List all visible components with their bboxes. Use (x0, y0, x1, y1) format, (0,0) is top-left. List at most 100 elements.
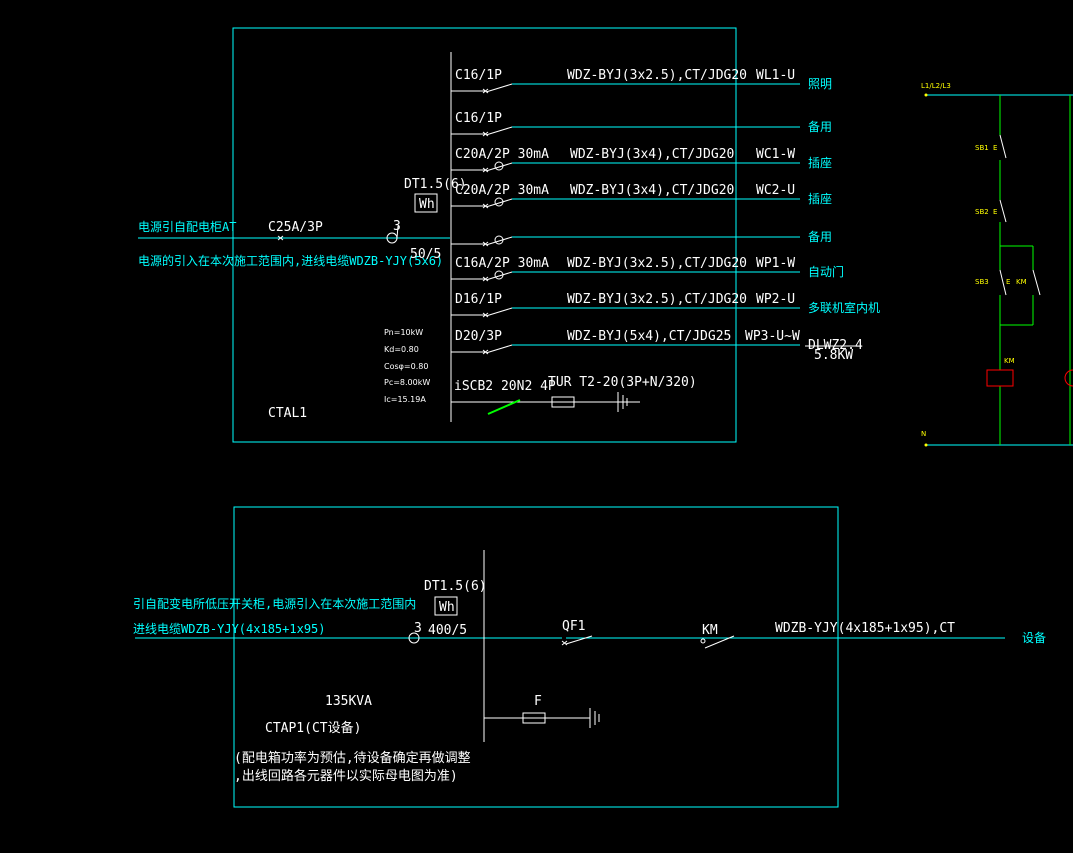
control-neutral-label: N (921, 430, 926, 438)
panel1-ct-count: 3 (393, 219, 401, 234)
rcd-symbol (494, 161, 504, 171)
circuit-breaker: C16/1P (455, 111, 502, 126)
circuit-use: 多联机室内机 (808, 300, 880, 315)
circuit-switch (485, 126, 513, 136)
circuit-cable: WDZ-BYJ(3x2.5),CT/JDG20 (567, 256, 747, 271)
panel1-spd-model: TUR T2-20(3P+N/320) (548, 375, 697, 390)
control-bus-label: L1/L2/L3 (921, 82, 951, 90)
circuit-cable: WDZ-BYJ(5x4),CT/JDG25 (567, 329, 731, 344)
panel1-spd: iSCB2 20N2 4P (454, 379, 556, 394)
circuit-switch (485, 271, 513, 281)
circuit-switch (485, 162, 513, 172)
circuit-use: 备用 (808, 120, 832, 134)
sb3-label: SB3 (975, 278, 989, 286)
panel2-out-cable: WDZB-YJY(4x185+1x95),CT (775, 621, 955, 636)
circuit-cable: WDZ-BYJ(3x4),CT/JDG20 (570, 147, 734, 162)
panel2-note-line2: ,出线回路各元器件以实际母电图为准) (234, 768, 458, 784)
panel1-ct-ratio: 50/5 (410, 247, 441, 262)
panel1-load-kw: 5.8KW (814, 348, 853, 363)
circuit-switch (485, 198, 513, 208)
circuit-use: 照明 (808, 77, 832, 91)
indicator-lamp (1064, 369, 1073, 387)
panel2-km-label: KM (702, 623, 718, 638)
circuit-switch (485, 307, 513, 317)
panel2-meter-symbol: Wh (439, 600, 455, 615)
km-contact (700, 638, 706, 644)
panel1-params: Pn=10kW Kd=0.80 Cosφ=0.80 Pc=8.00kW Ic=1… (384, 328, 430, 404)
panel2-source-cable: 进线电缆WDZB-YJY(4x185+1x95) (133, 622, 326, 636)
km-coil (986, 369, 1014, 387)
param-pc: Pc=8.00kW (384, 378, 430, 387)
circuit-row: C20A/2P 30mA WDZ-BYJ(3x4),CT/JDG20 WC2-U 插座 (451, 183, 832, 209)
circuit-row: D16/1P WDZ-BYJ(3x2.5),CT/JDG20 WP2-U 多联机室内机 (451, 292, 880, 318)
panel2-out-use: 设备 (1022, 631, 1046, 645)
circuit-breaker: C20A/2P 30mA (455, 183, 549, 198)
circuit-breaker: D20/3P (455, 329, 502, 344)
sb3-e: E (1006, 278, 1010, 286)
panel1-name: CTAL1 (268, 406, 307, 421)
panel1-meter-box (414, 193, 438, 213)
panel2-capacity: 135KVA (325, 694, 372, 709)
panel2-qf-label: QF1 (562, 619, 585, 634)
circuit-row: C20A/2P 30mA WDZ-BYJ(3x4),CT/JDG20 WC1-W 插座 (451, 147, 832, 173)
circuit-row: 备用 (451, 230, 832, 247)
sb2-e: E (993, 208, 997, 216)
panel2-frame (233, 506, 839, 808)
circuit-id: WL1-U (756, 68, 795, 83)
fuse-symbol (522, 712, 546, 724)
circuit-breaker: C20A/2P 30mA (455, 147, 549, 162)
circuit-cable: WDZ-BYJ(3x4),CT/JDG20 (570, 183, 734, 198)
panel2-meter-label: DT1.5(6) (424, 579, 487, 594)
circuit-id: WP2-U (756, 292, 795, 307)
panel1-source-label: 电源引自配电柜AT (138, 220, 236, 234)
sb1-e: E (993, 144, 997, 152)
sb1-contact (999, 134, 1007, 159)
panel2-fuse-label: F (534, 694, 542, 709)
circuit-use: 备用 (808, 230, 832, 244)
spd-switch-green (487, 399, 521, 415)
circuit-switch (485, 236, 513, 246)
qf-switch (565, 635, 593, 645)
circuit-use: 自动门 (808, 264, 844, 279)
spd-symbol (551, 396, 575, 408)
circuit-id: WC1-W (756, 147, 795, 162)
rcd-symbol (494, 270, 504, 280)
panel2-name: CTAP1(CT设备) (265, 720, 361, 736)
rcd-symbol (494, 235, 504, 245)
panel2-note-line1: (配电箱功率为预估,待设备确定再做调整 (234, 750, 471, 766)
sb2-contact (999, 199, 1007, 223)
km-coil-label: KM (1004, 357, 1015, 365)
param-kd: Kd=0.80 (384, 345, 419, 354)
panel2-meter-box (434, 596, 458, 616)
param-ic: Ic=15.19A (384, 395, 426, 404)
circuit-id: WC2-U (756, 183, 795, 198)
panel2-ct-symbol (408, 632, 420, 644)
panel1-frame (232, 27, 737, 443)
circuit-use: 插座 (808, 191, 832, 206)
sb3-contact (999, 269, 1007, 296)
km-aux-contact (1032, 269, 1041, 296)
param-cos: Cosφ=0.80 (384, 362, 428, 371)
circuit-cable: WDZ-BYJ(3x2.5),CT/JDG20 (567, 68, 747, 83)
circuit-breaker: D16/1P (455, 292, 502, 307)
panel2-ct-ratio: 400/5 (428, 623, 467, 638)
rcd-symbol (494, 197, 504, 207)
circuit-switch (485, 344, 513, 354)
sb2-label: SB2 (975, 208, 989, 216)
circuit-switch (485, 83, 513, 93)
circuit-id: WP3-U~W (745, 329, 800, 344)
circuit-id: WP1-W (756, 256, 795, 271)
panel2-ct-count: 3 (414, 621, 422, 636)
circuit-breaker: C16/1P (455, 68, 502, 83)
circuit-row: C16/1P WDZ-BYJ(3x2.5),CT/JDG20 WL1-U 照明 (451, 68, 832, 94)
circuit-row: C16/1P 备用 (451, 111, 832, 137)
panel1-meter-symbol: Wh (419, 197, 435, 212)
circuit-cable: WDZ-BYJ(3x2.5),CT/JDG20 (567, 292, 747, 307)
panel1-main-breaker: C25A/3P (268, 220, 323, 235)
circuit-use: 插座 (808, 155, 832, 170)
